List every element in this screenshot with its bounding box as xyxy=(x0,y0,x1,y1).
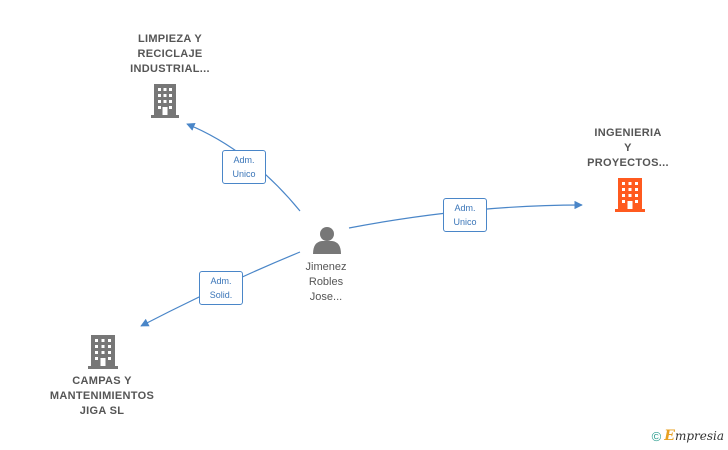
company-label-ingenieria[interactable]: INGENIERIA Y PROYECTOS... xyxy=(587,127,669,169)
building-icon[interactable] xyxy=(151,84,179,118)
company-label-limpieza[interactable]: LIMPIEZA Y RECICLAJE INDUSTRIAL... xyxy=(130,33,210,75)
relation-badge-ingenieria[interactable]: Adm. Unico xyxy=(443,198,487,232)
person-icon[interactable] xyxy=(313,227,341,254)
copyright-symbol: © xyxy=(651,428,662,444)
company-label-campas[interactable]: CAMPAS Y MANTENIMIENTOS JIGA SL xyxy=(49,375,155,417)
building-icon[interactable] xyxy=(88,335,118,369)
empresia-watermark: © Empresia xyxy=(652,428,724,444)
relation-badge-limpieza[interactable]: Adm. Unico xyxy=(222,150,266,184)
building-icon-highlighted[interactable] xyxy=(615,178,645,212)
brand-logo: Empresia xyxy=(664,428,724,444)
relation-badge-campas[interactable]: Adm. Solid. xyxy=(199,271,243,305)
person-label[interactable]: Jimenez Robles Jose... xyxy=(305,261,347,303)
